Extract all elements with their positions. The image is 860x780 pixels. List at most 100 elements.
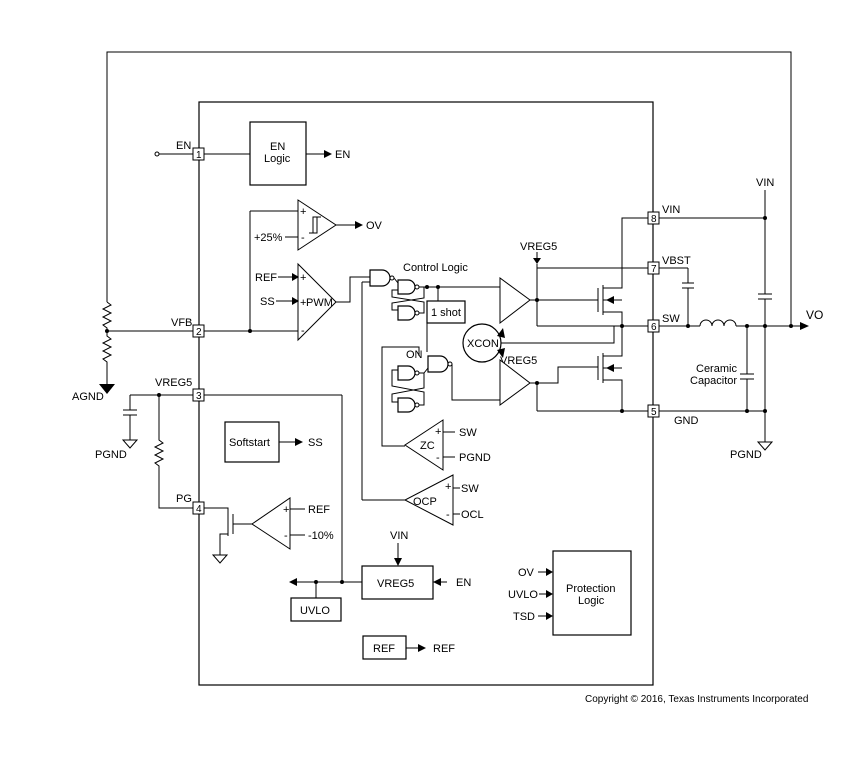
- prot-ov-label: OV: [518, 567, 535, 579]
- pin-label-en: EN: [176, 140, 191, 152]
- prot-uvlo-label: UVLO: [508, 589, 538, 601]
- vo-node-3: [789, 324, 793, 328]
- ls-source: [603, 379, 623, 411]
- high-side-driver: [499, 277, 531, 325]
- control-logic-label: Control Logic: [403, 262, 468, 274]
- zc-pgnd-label: PGND: [459, 452, 491, 464]
- pin-1: [192, 147, 205, 161]
- one-shot-block: [426, 300, 466, 324]
- ref-out-label: REF: [433, 643, 455, 655]
- prot-uvlo-arrow: [546, 590, 553, 598]
- ref-block-label: REF: [373, 643, 395, 655]
- pg-source: [219, 533, 228, 555]
- ocp-sw-label: SW: [461, 483, 479, 495]
- plus25-label: +25%: [254, 232, 283, 244]
- en-logic-label-2: Logic: [264, 153, 291, 165]
- pgnd-left-label: PGND: [95, 449, 127, 461]
- hs-drain: [603, 217, 648, 289]
- pin-label-vbst: VBST: [662, 255, 691, 267]
- en-input-terminal: [154, 151, 160, 157]
- ocp-label: OCP: [413, 496, 437, 508]
- and-gate-2: [427, 355, 449, 373]
- protection-logic-block: [552, 550, 632, 636]
- pin-label-vfb: VFB: [171, 317, 192, 329]
- zc-label: ZC: [420, 440, 435, 452]
- vreg-en-arrow: [433, 578, 441, 586]
- pin-number-1: 1: [196, 150, 202, 161]
- sw-ext-node: [686, 324, 690, 328]
- gnd-ext-node-2: [763, 409, 767, 413]
- prot-tsd-label: TSD: [513, 611, 535, 623]
- pwm-comparator: [297, 262, 337, 342]
- pin-number-8: 8: [651, 214, 657, 225]
- latch-2-out: [451, 364, 500, 401]
- vfb-node: [105, 329, 109, 333]
- nand-latch-2b: [397, 397, 416, 413]
- pin-label-vreg5: VREG5: [155, 377, 192, 389]
- uvlo-label: UVLO: [300, 605, 330, 617]
- zc-plus: +: [435, 426, 441, 438]
- high-side-mosfet: [597, 217, 648, 326]
- pg-ref-label: REF: [308, 504, 330, 516]
- xcon-arrow-up: [497, 328, 505, 338]
- low-side-mosfet: [597, 326, 623, 411]
- low-side-driver: [499, 358, 531, 406]
- pin-number-6: 6: [651, 322, 657, 333]
- agnd-symbol: [99, 384, 115, 394]
- vreg-en-label: EN: [456, 577, 471, 589]
- nand-latch-1a: [397, 279, 416, 295]
- ref-arrow: [292, 273, 299, 281]
- prot-ov-arrow: [546, 568, 553, 576]
- pwm-plus-2: +: [300, 297, 306, 309]
- vreg-vin-arrow: [394, 558, 402, 566]
- and-gate-2-bubble: [447, 361, 453, 367]
- hs-source: [603, 311, 623, 326]
- vreg5-block-label: VREG5: [377, 578, 414, 590]
- copyright-text: Copyright © 2016, Texas Instruments Inco…: [585, 694, 808, 705]
- one-shot-label: 1 shot: [431, 307, 461, 319]
- gnd-ext-node: [745, 409, 749, 413]
- softstart-arrow: [295, 438, 303, 446]
- vin-external-label: VIN: [756, 177, 774, 189]
- en-out-arrow: [324, 150, 332, 158]
- xcon-arrow-down: [497, 348, 505, 358]
- zc-comparator: [404, 419, 444, 471]
- minus10-label: -10%: [308, 530, 334, 542]
- latch-2b-bubble: [414, 402, 420, 408]
- hysteresis-symbol: [309, 216, 321, 234]
- pg-comparator: [251, 497, 291, 550]
- and-gate-1: [369, 269, 391, 287]
- ov-out-label: OV: [366, 220, 383, 232]
- ov-out-arrow: [355, 221, 363, 229]
- ss-label: SS: [260, 296, 275, 308]
- pgnd-right-label: PGND: [730, 449, 762, 461]
- zc-to-latch: [381, 346, 420, 447]
- ls-drain: [603, 326, 623, 357]
- xcon-sense: [501, 326, 615, 344]
- pg-gnd-symbol: [211, 554, 229, 564]
- ocp-comparator: [403, 474, 454, 526]
- pg-cmp-plus: +: [283, 504, 289, 516]
- pwm-plus-1: +: [300, 272, 306, 284]
- zc-sw-label: SW: [459, 427, 477, 439]
- softstart-block: [224, 421, 280, 463]
- ocp-ocl-label: OCL: [461, 509, 484, 521]
- ov-plus: +: [300, 206, 306, 218]
- inductor: [699, 319, 737, 327]
- latch-1a-bubble: [414, 284, 420, 290]
- latch-1-cross: [391, 277, 425, 314]
- latch-2-cross: [391, 369, 425, 406]
- protection-label-1: Protection: [566, 583, 616, 595]
- prot-tsd-arrow: [546, 612, 553, 620]
- vo-arrow: [800, 322, 809, 330]
- pwm-out-wire: [336, 276, 370, 303]
- nand-latch-1b: [397, 305, 416, 321]
- vreg5-top-arrow: [533, 258, 541, 264]
- sw-node: [620, 324, 624, 328]
- vreg-vin-label: VIN: [390, 530, 408, 542]
- divider-resistor-top: [101, 301, 113, 330]
- xcon-label: XCON: [467, 338, 499, 350]
- pin-number-7: 7: [651, 264, 657, 275]
- uvlo-block: [290, 597, 342, 622]
